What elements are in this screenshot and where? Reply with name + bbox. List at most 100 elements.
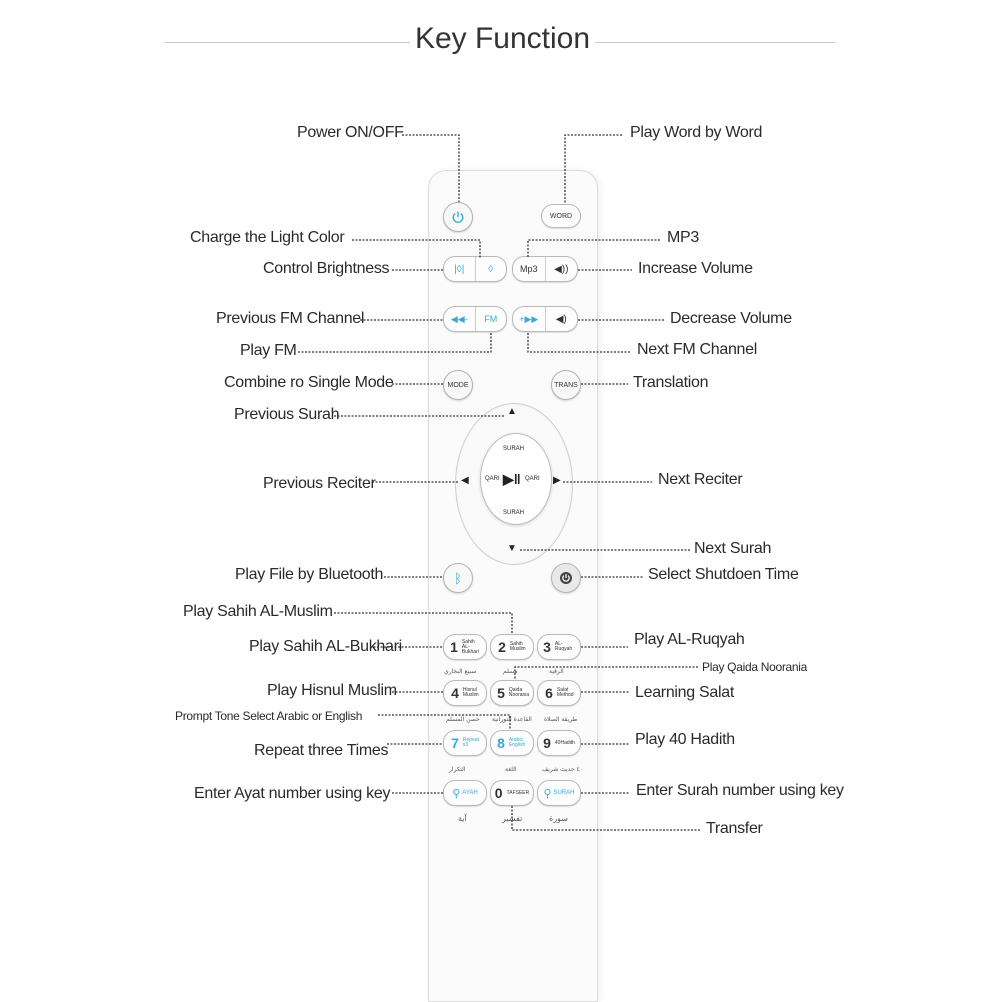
fm-volume-key: +▶▶ ◀): [512, 306, 578, 332]
key-5-number: 5: [497, 685, 505, 701]
mode-button-label: MODE: [447, 381, 469, 389]
label-hadith: Play 40 Hadith: [635, 731, 735, 748]
label-combine-mode: Combine ro Single Mode: [224, 374, 394, 391]
key-3-number: 3: [543, 639, 551, 655]
label-sahih-bukhari: Play Sahih AL-Bukhari: [249, 638, 402, 655]
key-9[interactable]: 9 40Hadith: [537, 730, 581, 756]
line-play-fm: [298, 332, 492, 353]
brightness-button[interactable]: |◊|: [444, 257, 476, 281]
bluetooth-button[interactable]: ᛒ: [443, 563, 473, 593]
play-pause-icon[interactable]: ▶‖: [503, 471, 521, 487]
arabic-qaida: القاعدة النورانية: [492, 716, 532, 723]
key-6[interactable]: 6 Salat Method: [537, 680, 581, 706]
label-control-brightness: Control Brightness: [263, 260, 390, 277]
label-prompt-tone: Prompt Tone Select Arabic or English: [175, 709, 363, 723]
key-6-sub: Salat Method: [556, 687, 574, 698]
key-8-sub: Arabic English: [508, 737, 526, 748]
mp3-button[interactable]: Mp3: [513, 257, 546, 281]
label-ruqyah: Play AL-Ruqyah: [634, 631, 745, 648]
label-play-fm: Play FM: [240, 342, 297, 359]
word-button-label: WORD: [549, 212, 573, 220]
line-prompt-tone: [378, 714, 511, 730]
shutdown-timer-button[interactable]: [551, 563, 581, 593]
label-next-surah: Next Surah: [694, 540, 772, 557]
key-2[interactable]: 2 Sahih Muslim: [490, 634, 534, 660]
arrow-down-icon[interactable]: ▼: [507, 543, 517, 554]
surah-key[interactable]: ⚲ SURAH: [537, 780, 581, 806]
light-color-button[interactable]: ◊: [476, 257, 507, 281]
search-icon: ⚲: [543, 787, 552, 800]
label-shutdown: Select Shutdoen Time: [648, 566, 799, 583]
label-salat: Learning Salat: [635, 684, 734, 701]
search-icon: ⚲: [452, 787, 461, 800]
label-increase-volume: Increase Volume: [638, 260, 753, 277]
surah-down-label: SURAH: [503, 510, 525, 516]
label-decrease-volume: Decrease Volume: [670, 310, 792, 327]
key-4[interactable]: 4 Hisnul Muslim: [443, 680, 487, 706]
volume-down-icon: ◀): [555, 313, 567, 325]
label-power: Power ON/OFF: [297, 124, 404, 141]
rewind-icon: ◀◀-: [450, 313, 468, 324]
qari-left-label: QARI: [485, 476, 500, 482]
title-rule-left: [165, 42, 410, 43]
label-qaida: Play Qaida Noorania: [702, 660, 808, 674]
arrow-up-icon[interactable]: ▲: [507, 406, 517, 417]
arabic-language: اللغة: [505, 766, 517, 773]
label-prev-fm: Previous FM Channel: [216, 310, 365, 327]
line-mp3: [527, 239, 660, 258]
key-1[interactable]: 1 Sahih AL-Bukhari: [443, 634, 487, 660]
line-next-fm: [527, 332, 630, 353]
key-5-sub: Qaida Noorania: [508, 687, 530, 698]
line-sahih-muslim: [334, 612, 513, 634]
line-transfer: [511, 806, 700, 831]
key-3-sub: AL-Ruqyah: [554, 641, 573, 652]
prev-fm-button[interactable]: ◀◀-: [444, 307, 476, 331]
label-word-by-word: Play Word by Word: [630, 124, 763, 141]
next-fm-button[interactable]: +▶▶: [513, 307, 546, 331]
arrow-left-icon[interactable]: ◀: [461, 475, 469, 486]
line-word: [564, 134, 622, 204]
ayah-key[interactable]: ⚲ AYAH: [443, 780, 487, 806]
line-charge-light: [352, 239, 481, 258]
play-pause-pad[interactable]: [480, 433, 552, 525]
label-prev-reciter: Previous Reciter: [263, 475, 376, 492]
label-translation: Translation: [633, 374, 709, 391]
label-bluetooth: Play File by Bluetooth: [235, 566, 384, 583]
key-0-sub: TAFSEER: [506, 789, 530, 796]
key-1-number: 1: [450, 639, 458, 655]
key-8[interactable]: 8 Arabic English: [490, 730, 534, 756]
arabic-ruqyah: الرقية: [549, 668, 564, 675]
light-bulb-icon: ◊: [488, 263, 494, 275]
key-4-number: 4: [451, 685, 459, 701]
fm-button[interactable]: FM: [476, 307, 507, 331]
label-next-fm: Next FM Channel: [637, 341, 757, 358]
volume-down-button[interactable]: ◀): [546, 307, 578, 331]
label-charge-light: Charge the Light Color: [190, 229, 345, 246]
arabic-bukhari: سبيع البخاري: [444, 668, 477, 675]
label-surah-number: Enter Surah number using key: [636, 782, 844, 799]
power-button[interactable]: [443, 202, 473, 232]
key-7[interactable]: 7 Repeat x3: [443, 730, 487, 756]
line-qaida: [514, 666, 698, 680]
key-9-sub: 40Hadith: [554, 739, 575, 746]
volume-up-button[interactable]: ◀)): [546, 257, 578, 281]
label-sahih-muslim: Play Sahih AL-Muslim: [183, 603, 333, 620]
line-power: [402, 134, 460, 202]
arabic-40-hadith: ٤٠ حديث شريف: [542, 766, 583, 773]
title-rule-right: [595, 42, 835, 43]
word-button[interactable]: WORD: [541, 204, 581, 228]
key-0[interactable]: 0 TAFSEER: [490, 780, 534, 806]
arabic-muslim: مسلم: [503, 668, 518, 675]
arabic-repeat: التكرار: [449, 766, 466, 773]
label-transfer: Transfer: [706, 820, 763, 837]
mp3-volume-key: Mp3 ◀)): [512, 256, 578, 282]
trans-button[interactable]: TRANS: [551, 370, 581, 400]
mode-button[interactable]: MODE: [443, 370, 473, 400]
arrow-right-icon[interactable]: ▶: [553, 475, 561, 486]
key-7-sub: Repeat x3: [462, 737, 480, 748]
arabic-hisnul: حصن المسلم: [446, 716, 480, 723]
page-title: Key Function: [414, 22, 591, 55]
key-5[interactable]: 5 Qaida Noorania: [490, 680, 534, 706]
key-3[interactable]: 3 AL-Ruqyah: [537, 634, 581, 660]
